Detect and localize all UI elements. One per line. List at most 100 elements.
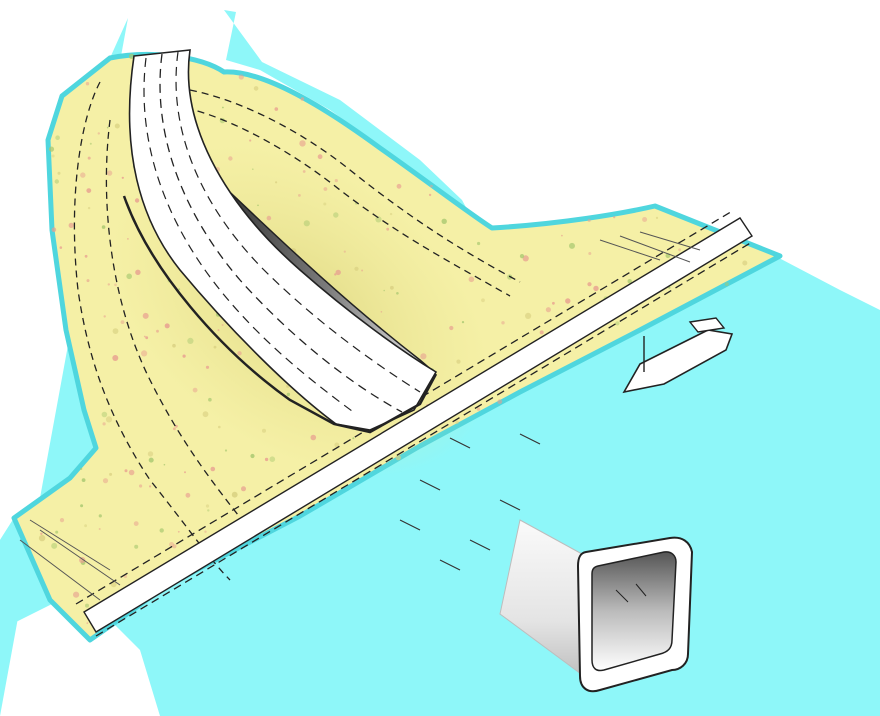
ship [622, 317, 734, 394]
speckle [55, 530, 59, 534]
speckle [588, 252, 592, 255]
speckle [525, 312, 532, 319]
speckle [228, 156, 233, 161]
speckle [253, 86, 259, 91]
speckle [286, 392, 291, 397]
speckle [40, 532, 43, 535]
speckle [593, 285, 599, 292]
speckle [89, 142, 92, 145]
speckle [627, 279, 632, 284]
speckle [81, 478, 86, 482]
speckle [112, 355, 119, 361]
ramp-wall [122, 195, 438, 434]
speckle [202, 411, 209, 418]
speckle [48, 146, 55, 152]
speckle [481, 298, 485, 303]
speckle [105, 416, 113, 423]
speckle [169, 542, 175, 547]
speckle [163, 463, 166, 466]
speckle [269, 456, 276, 463]
speckle [569, 242, 575, 249]
speckle [561, 234, 563, 237]
tunnel-element [499, 519, 694, 693]
speckle [184, 471, 186, 474]
speckle [106, 170, 113, 176]
speckle [147, 451, 154, 457]
speckle [159, 528, 164, 533]
speckle [134, 544, 139, 549]
speckle [109, 472, 113, 476]
speckle [249, 139, 252, 142]
speckle [274, 107, 279, 111]
speckle [238, 74, 244, 80]
speckle [86, 622, 89, 624]
speckle [250, 453, 255, 459]
speckle [302, 170, 306, 173]
speckle [310, 434, 317, 441]
speckle [298, 194, 301, 197]
speckle [300, 97, 305, 101]
speckle [231, 491, 238, 498]
speckle [303, 220, 310, 227]
speckle [73, 591, 80, 598]
speckle [333, 212, 339, 218]
speckle [205, 504, 210, 508]
speckle [642, 217, 648, 222]
speckle [343, 250, 346, 253]
speckle [101, 225, 106, 229]
speckle [51, 227, 57, 232]
speckle [177, 530, 180, 533]
speckle [352, 437, 355, 440]
speckle [101, 411, 108, 418]
tunnel-alignment-dashes [399, 433, 541, 571]
speckle [461, 321, 465, 324]
speckle [545, 307, 552, 313]
speckle [430, 184, 433, 188]
speckle [98, 514, 102, 518]
speckle [501, 321, 505, 325]
speckle [87, 156, 91, 160]
speckle [655, 216, 659, 219]
speckle [428, 193, 432, 197]
speckle [468, 276, 475, 283]
speckle [204, 530, 207, 533]
highway [122, 49, 438, 434]
speckle [102, 478, 109, 484]
speckle [587, 218, 591, 222]
speckle [164, 323, 170, 329]
speckle [59, 518, 65, 523]
speckle [380, 311, 383, 313]
speckle [85, 82, 90, 86]
speckle [80, 504, 84, 508]
speckle [335, 269, 341, 276]
speckle [323, 202, 327, 206]
speckle [241, 486, 246, 492]
speckle [127, 238, 129, 240]
speckle [143, 335, 146, 338]
speckle [264, 457, 269, 462]
speckle [441, 218, 447, 224]
speckle [107, 283, 111, 286]
speckle [389, 212, 393, 216]
speckle [185, 492, 191, 498]
speckle [390, 285, 394, 290]
speckle [133, 521, 139, 526]
speckle [97, 132, 101, 135]
speckle [742, 260, 748, 266]
speckle [141, 350, 148, 357]
speckle [262, 428, 266, 433]
speckle [323, 187, 328, 191]
speckle [668, 286, 671, 289]
speckle [172, 544, 177, 549]
speckle [114, 283, 117, 287]
speckle [275, 181, 278, 184]
speckle [455, 420, 459, 425]
speckle [361, 269, 364, 272]
speckle [208, 397, 212, 402]
speckle [334, 273, 337, 276]
speckle [522, 255, 529, 262]
speckle [134, 198, 140, 203]
speckle [375, 216, 382, 223]
speckle [173, 427, 176, 431]
speckle [724, 282, 729, 287]
